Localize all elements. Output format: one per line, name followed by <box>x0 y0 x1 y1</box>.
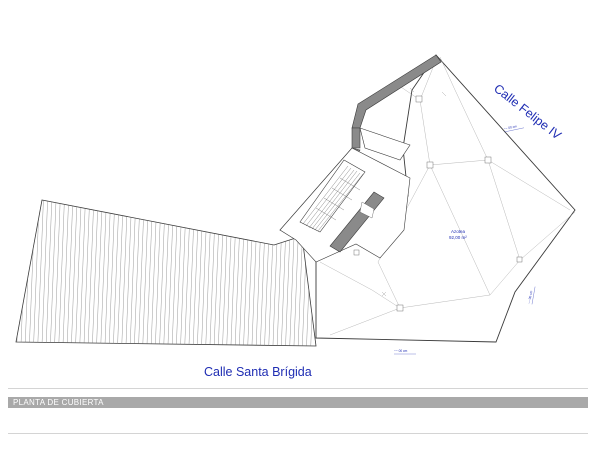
roof-tile-line <box>96 200 103 346</box>
roof-tile-line <box>117 200 124 346</box>
roof-tile-line <box>129 200 137 346</box>
roof-tile-line <box>87 200 95 346</box>
roof-tile-line <box>4 195 10 350</box>
roof-tile-line <box>83 200 90 346</box>
roof-tile-line <box>92 200 99 346</box>
tiled-roof-section <box>4 195 317 350</box>
roof-tile-line <box>75 200 82 346</box>
roof-tile-line <box>66 200 74 346</box>
sheet-divider-top <box>8 388 588 389</box>
roof-tile-line <box>33 200 40 346</box>
roof-tile-line <box>58 200 65 346</box>
roof-tile-line <box>79 200 86 346</box>
title-bar <box>8 397 588 408</box>
roof-tile-line <box>108 200 116 346</box>
roof-tile-line <box>62 200 69 346</box>
roof-tile-line <box>138 200 145 346</box>
roof-tile-line <box>16 200 19 346</box>
dimension-south: ~~ 00 cm <box>394 349 416 355</box>
dimension-east: ~~ 00 cm <box>527 286 536 305</box>
stair-core <box>279 127 411 263</box>
roof-tile-line <box>104 200 111 346</box>
street-label-south: Calle Santa Brígida <box>204 365 312 379</box>
sheet-divider-bottom <box>8 433 588 434</box>
roof-tile-line <box>45 200 53 346</box>
roof-tile-line <box>37 200 44 346</box>
roof-tile-line <box>71 200 78 346</box>
roof-tile-line <box>134 200 141 346</box>
roof-tile-line <box>121 200 128 346</box>
dimension-north: ~~ 00 cm <box>503 124 525 133</box>
room-area-label: 92,00 m² <box>449 235 467 240</box>
svg-text:~~ 00 cm: ~~ 00 cm <box>394 349 408 353</box>
roof-tile-line <box>54 200 61 346</box>
roof-tile-line <box>125 200 132 346</box>
drawing-title: PLANTA DE CUBIERTA <box>13 398 104 407</box>
svg-text:~~ 00 cm: ~~ 00 cm <box>503 124 517 131</box>
roof-tile-line <box>8 195 14 350</box>
room-name-label: Azotea <box>451 229 466 234</box>
roof-tile-line <box>41 200 48 346</box>
roof-tile-line <box>142 200 149 346</box>
roof-tile-line <box>50 200 57 346</box>
roof-tile-line <box>113 200 120 346</box>
roof-tile-line <box>100 200 107 346</box>
svg-text:~~ 00 cm: ~~ 00 cm <box>527 290 533 304</box>
